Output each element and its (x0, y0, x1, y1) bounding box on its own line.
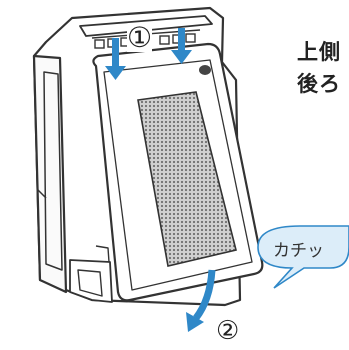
sound-bubble (257, 225, 349, 289)
vent-dots (199, 65, 211, 75)
caption-line-2: 後ろ (297, 72, 341, 96)
push-down-arrows (105, 28, 192, 80)
filter-mesh (137, 91, 237, 267)
pull-forward-arrow (186, 269, 216, 332)
step-1-marker: ① (127, 21, 153, 54)
sound-label: カチッ (273, 241, 324, 261)
step-2-marker: ② (216, 316, 240, 346)
caption-line-1: 上側 (297, 40, 341, 64)
